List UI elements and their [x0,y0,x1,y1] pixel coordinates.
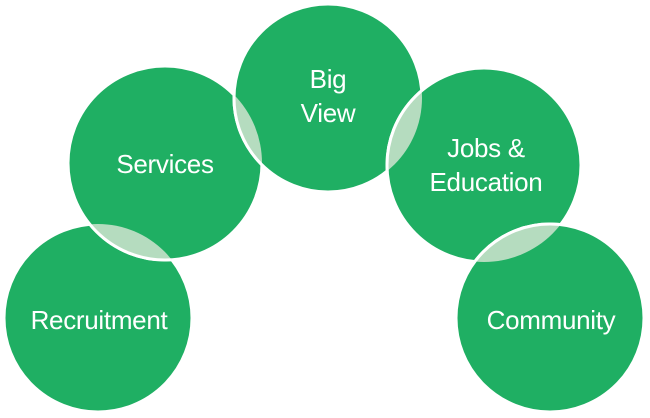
overlap-big-view-jobs-education [385,66,422,192]
label-services: Services [116,149,214,179]
overlaps-layer [66,66,581,262]
label-big-view-line-2: View [301,98,356,128]
label-big-view-line-1: Big [310,64,347,94]
label-recruitment: Recruitment [31,305,169,335]
label-jobs-education-line-2: Education [430,167,543,197]
label-community: Community [487,305,616,335]
labels-layer: Recruitment Services Big View Jobs & Edu… [31,64,616,335]
circles-layer [2,2,646,414]
overlap-jobs-education-community [454,222,581,262]
label-jobs-education-line-1: Jobs & [447,133,525,163]
overlap-services-big-view [232,66,262,194]
overlap-recruitment-services [66,224,192,262]
